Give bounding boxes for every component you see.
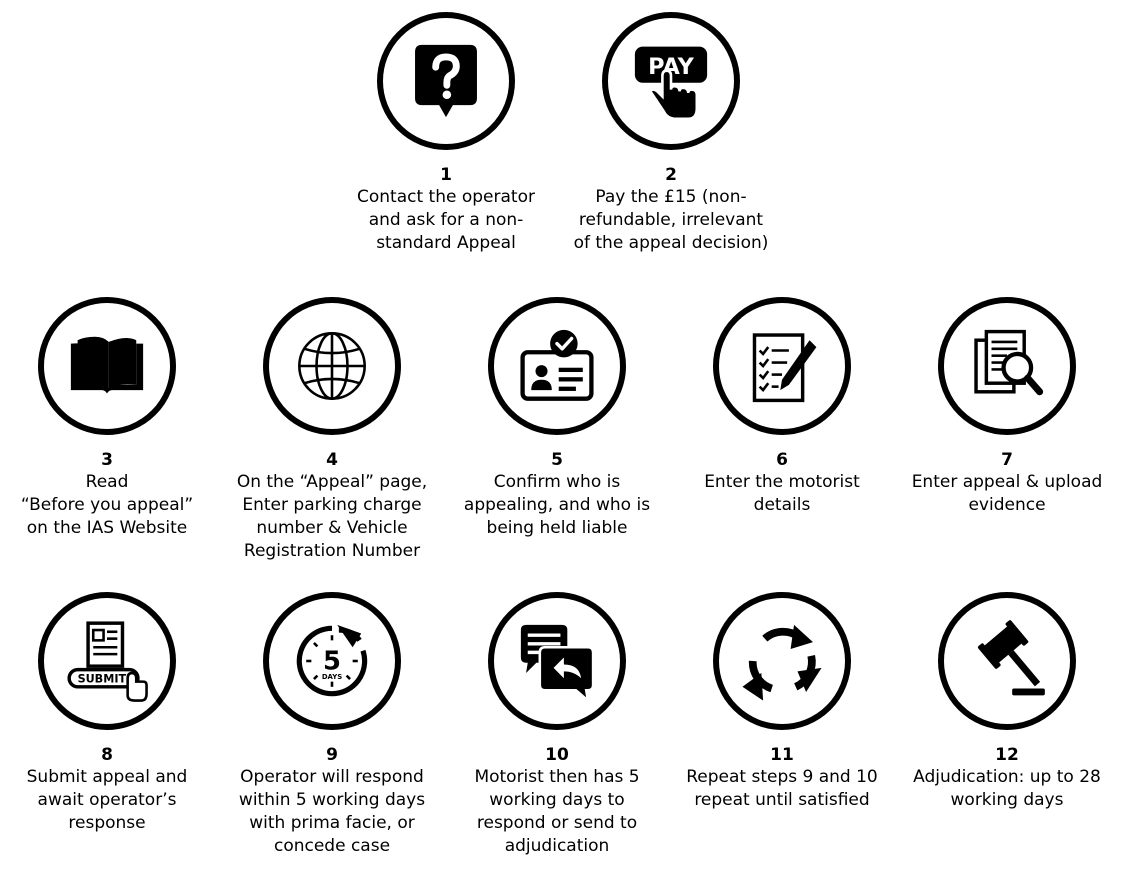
step-11: 11 Repeat steps 9 and 10 repeat until sa… — [667, 592, 897, 812]
step-7: 7 Enter appeal & upload evidence — [892, 297, 1122, 517]
step-6-circle — [713, 297, 851, 435]
step-description: Read “Before you appeal” on the IAS Webs… — [20, 472, 194, 538]
step-4-circle — [263, 297, 401, 435]
step-9: 5 DAYS 9 Operator will respond within 5 … — [217, 592, 447, 858]
five-days-timer-icon: 5 DAYS — [296, 624, 368, 697]
step-11-circle — [713, 592, 851, 730]
step-9-circle: 5 DAYS — [263, 592, 401, 730]
step-description: Adjudication: up to 28 working days — [913, 767, 1101, 810]
submit-form-icon: SUBMIT — [67, 621, 148, 702]
step-number: 11 — [770, 745, 794, 765]
step-number: 12 — [995, 745, 1019, 765]
submit-label: SUBMIT — [78, 673, 127, 686]
cycle-arrows-icon — [742, 624, 822, 701]
question-speech-bubble-icon — [415, 44, 477, 118]
step-4: 4 On the “Appeal” page, Enter parking ch… — [217, 297, 447, 563]
step-number: 5 — [551, 450, 563, 470]
step-5: 5 Confirm who is appealing, and who is b… — [442, 297, 672, 540]
step-5-circle — [488, 297, 626, 435]
document-magnifier-icon — [974, 329, 1044, 396]
step-1: 1 Contact the operator and ask for a non… — [331, 12, 561, 255]
step-description: Operator will respond within 5 working d… — [238, 767, 426, 856]
chat-bubbles-reply-icon — [520, 624, 595, 704]
step-3-circle — [38, 297, 176, 435]
step-description: Contact the operator and ask for a non- … — [357, 187, 535, 253]
step-7-circle — [938, 297, 1076, 435]
step-description: Enter the motorist details — [704, 472, 860, 515]
step-12: 12 Adjudication: up to 28 working days — [892, 592, 1122, 812]
step-description: Confirm who is appealing, and who is bei… — [463, 472, 651, 538]
step-number: 3 — [101, 450, 113, 470]
open-book-icon — [70, 336, 144, 394]
step-8: SUBMIT 8 Submit appeal and await operato… — [0, 592, 222, 835]
step-10-circle — [488, 592, 626, 730]
step-description: Repeat steps 9 and 10 repeat until satis… — [686, 767, 878, 810]
step-number: 1 — [440, 165, 452, 185]
step-2: PAY 2 Pay the £15 (non- refundable, irre… — [556, 12, 786, 255]
step-number: 7 — [1001, 450, 1013, 470]
step-number: 2 — [665, 165, 677, 185]
step-1-circle — [377, 12, 515, 150]
days-number: 5 — [323, 647, 341, 677]
step-description: Motorist then has 5 working days to resp… — [474, 767, 640, 856]
step-description: Submit appeal and await operator’s respo… — [26, 767, 188, 833]
step-number: 4 — [326, 450, 338, 470]
days-label: DAYS — [322, 673, 342, 681]
globe-icon — [298, 332, 366, 400]
gavel-icon — [977, 620, 1045, 696]
step-3: 3 Read “Before you appeal” on the IAS We… — [0, 297, 222, 540]
pay-button-hand-icon: PAY — [634, 46, 708, 121]
step-number: 10 — [545, 745, 569, 765]
step-2-circle: PAY — [602, 12, 740, 150]
step-description: Enter appeal & upload evidence — [911, 472, 1103, 515]
verified-id-card-icon — [520, 329, 594, 401]
step-description: Pay the £15 (non- refundable, irrelevant… — [573, 187, 769, 253]
checklist-pen-icon — [752, 333, 817, 403]
step-8-circle: SUBMIT — [38, 592, 176, 730]
step-6: 6 Enter the motorist details — [667, 297, 897, 517]
step-number: 8 — [101, 745, 113, 765]
step-10: 10 Motorist then has 5 working days to r… — [442, 592, 672, 858]
step-number: 6 — [776, 450, 788, 470]
step-number: 9 — [326, 745, 338, 765]
step-12-circle — [938, 592, 1076, 730]
step-description: On the “Appeal” page, Enter parking char… — [236, 472, 428, 561]
